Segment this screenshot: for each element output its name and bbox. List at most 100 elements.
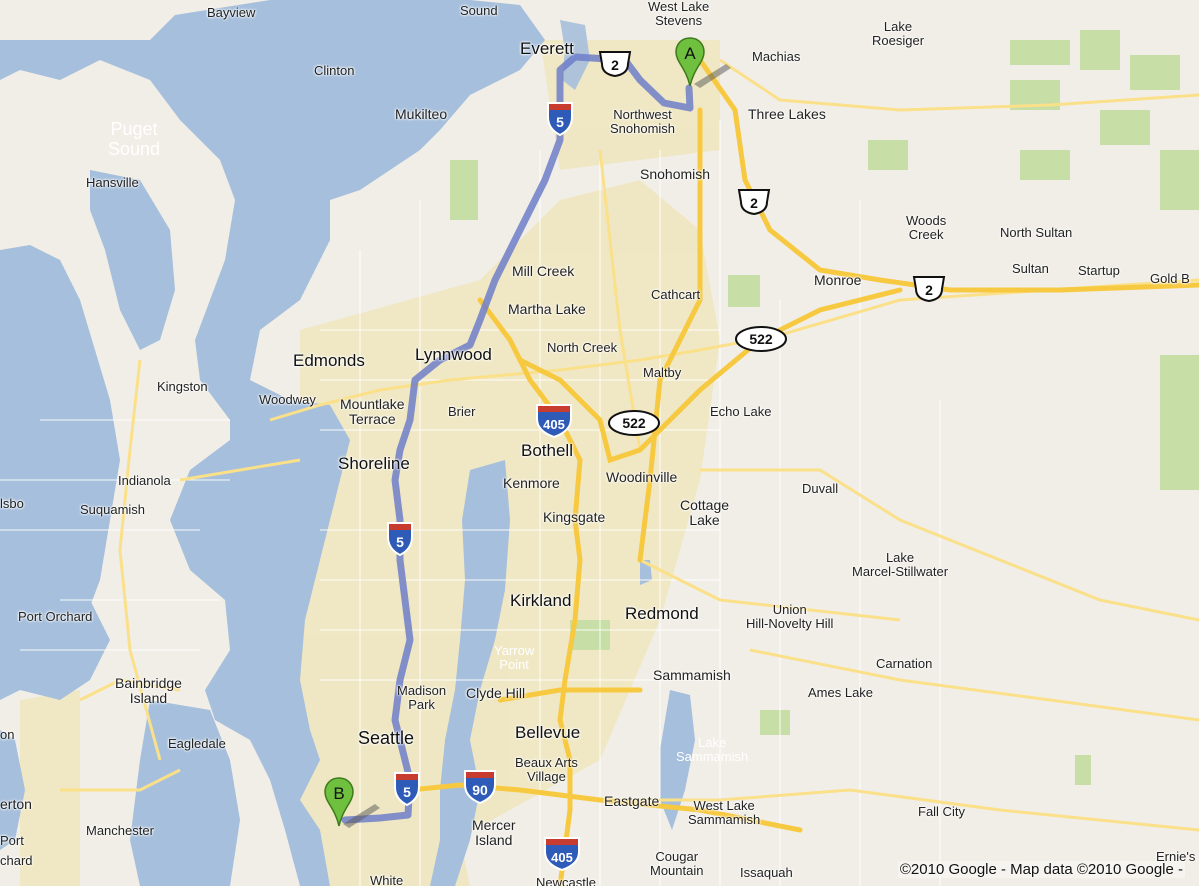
place-label: erton: [0, 796, 32, 812]
place-label: Mercer Island: [472, 817, 516, 849]
place-label: Brier: [448, 404, 476, 419]
place-label: Yarrow Point: [494, 643, 535, 673]
place-label: Snohomish: [640, 166, 711, 182]
place-label: Kenmore: [503, 475, 560, 491]
svg-text:B: B: [333, 784, 344, 803]
place-label: Kingston: [157, 379, 208, 394]
us2-shield-top: 2: [598, 51, 632, 78]
place-label: Bainbridge Island: [115, 675, 182, 707]
place-label: Union Hill-Novelty Hill: [746, 602, 834, 632]
marker-b-shadow: [343, 804, 380, 828]
place-label: Ernie's: [1156, 849, 1196, 864]
marker-b[interactable]: B: [324, 777, 380, 828]
place-label: Port: [0, 833, 24, 848]
place-label: Shoreline: [338, 454, 410, 473]
place-label: Echo Lake: [710, 404, 772, 419]
route-line: [341, 53, 694, 824]
place-label: Cottage Lake: [680, 497, 730, 529]
svg-text:522: 522: [622, 415, 646, 431]
marker-a[interactable]: A: [675, 37, 731, 88]
place-label: Woodinville: [606, 469, 678, 485]
i5-shield-south: 5: [394, 772, 420, 807]
lake-sammamish: [660, 690, 695, 830]
place-label: Sound: [460, 3, 498, 18]
place-label: Mukilteo: [395, 106, 448, 122]
place-label: Issaquah: [740, 865, 793, 880]
svg-text:5: 5: [396, 534, 404, 550]
svg-text:5: 5: [403, 784, 411, 800]
place-label: Clyde Hill: [466, 685, 526, 701]
place-label: Redmond: [625, 604, 699, 623]
place-label: Lake Roesiger: [872, 19, 925, 49]
us2-shield-east: 2: [912, 276, 946, 303]
place-label: Edmonds: [293, 351, 365, 370]
marker-a-shadow: [694, 64, 731, 88]
place-label: Kirkland: [510, 591, 572, 610]
place-label: Fall City: [918, 804, 965, 819]
place-label: Port Orchard: [18, 609, 93, 624]
major-roads: [60, 58, 1199, 832]
place-label: on: [0, 727, 15, 742]
highways: [407, 57, 1199, 886]
place-label: Cathcart: [651, 287, 701, 302]
place-label: Everett: [520, 39, 574, 58]
place-label: chard: [0, 853, 33, 868]
place-label: Kingsgate: [543, 509, 606, 525]
place-label: Manchester: [86, 823, 154, 838]
place-label: Sammamish: [653, 667, 731, 683]
place-label: Gold B: [1150, 271, 1190, 286]
i405-shield-b: 405: [544, 837, 580, 872]
svg-text:2: 2: [925, 282, 933, 298]
svg-text:522: 522: [749, 331, 773, 347]
us2-shield-mid: 2: [737, 189, 771, 216]
place-label: West Lake Stevens: [648, 0, 710, 29]
place-label: Madison Park: [397, 683, 447, 713]
place-label: Hansville: [86, 175, 139, 190]
place-label: Clinton: [314, 63, 355, 78]
svg-text:2: 2: [750, 195, 758, 211]
place-label: White: [370, 873, 404, 886]
water-label: Lake Sammamish: [676, 735, 749, 765]
place-label: Indianola: [118, 473, 171, 488]
place-label: Machias: [752, 49, 801, 64]
place-label: Woods Creek: [906, 213, 947, 243]
place-label: Ames Lake: [808, 685, 874, 700]
place-label: Eastgate: [604, 793, 660, 809]
place-label: Martha Lake: [508, 301, 586, 317]
place-label: North Creek: [547, 340, 618, 355]
place-label: Sultan: [1012, 261, 1049, 276]
place-label: Lake Marcel-Stillwater: [852, 550, 949, 580]
place-label: Beaux Arts Village: [515, 755, 578, 785]
place-label: Woodway: [259, 392, 316, 407]
i5-shield-bottom: 5: [387, 522, 413, 557]
place-label: Mountlake Terrace: [340, 396, 405, 428]
svg-text:2: 2: [611, 57, 619, 73]
place-label: Monroe: [814, 272, 862, 288]
place-label: Cougar Mountain: [650, 849, 704, 879]
place-label: Eagledale: [168, 736, 226, 751]
svg-text:5: 5: [556, 114, 564, 130]
sr522-shield-b: 522: [608, 410, 660, 436]
hood-canal-water: [0, 245, 120, 660]
place-label: Mill Creek: [512, 263, 575, 279]
place-label: Bothell: [521, 441, 573, 460]
place-label: Suquamish: [80, 502, 146, 517]
sr522-shield-a: 522: [735, 326, 787, 352]
svg-text:405: 405: [543, 417, 565, 432]
puget-sound-water: [0, 0, 545, 886]
parks: [450, 30, 1199, 785]
i405-shield-a: 405: [536, 404, 572, 439]
place-label: lsbo: [0, 496, 24, 511]
place-label: Startup: [1078, 263, 1120, 278]
place-label: Lynnwood: [415, 345, 492, 364]
place-label: Northwest Snohomish: [610, 107, 676, 137]
place-label: Duvall: [802, 481, 839, 496]
place-label: North Sultan: [1000, 225, 1073, 240]
svg-text:90: 90: [472, 782, 488, 798]
lake-washington: [430, 460, 510, 886]
place-label: Seattle: [358, 728, 415, 748]
map-copyright: ©2010 Google - Map data ©2010 Google -: [897, 861, 1185, 878]
svg-text:A: A: [684, 44, 696, 63]
